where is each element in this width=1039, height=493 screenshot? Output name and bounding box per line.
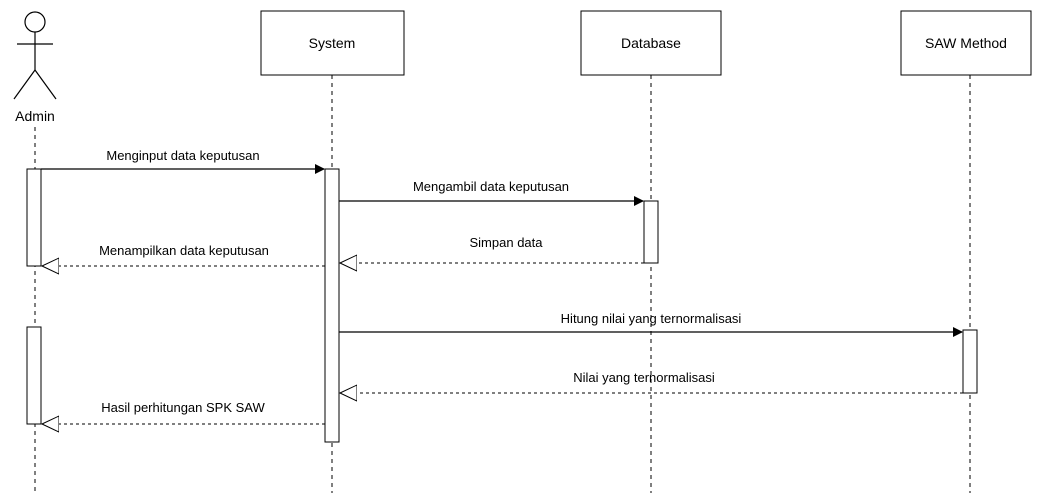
actor-leg-right <box>34 69 57 100</box>
actor-leg-left <box>13 69 36 100</box>
actor-head <box>24 11 46 33</box>
actor-admin: Admin <box>13 11 57 124</box>
participant-label-database: Database <box>621 35 681 51</box>
message-label-4: Menampilkan data keputusan <box>99 243 269 258</box>
activation-admin-2 <box>26 326 42 425</box>
activation-system <box>324 168 340 443</box>
participant-box-saw <box>900 10 1032 76</box>
message-label-2: Mengambil data keputusan <box>413 179 569 194</box>
message-label-5: Hitung nilai yang ternormalisasi <box>561 311 742 326</box>
participant-label-saw: SAW Method <box>925 35 1007 51</box>
activation-admin-1 <box>26 168 42 267</box>
message-label-1: Menginput data keputusan <box>106 148 259 163</box>
message-label-3: Simpan data <box>470 235 544 250</box>
message-label-7: Hasil perhitungan SPK SAW <box>101 400 265 415</box>
message-label-6: Nilai yang ternormalisasi <box>573 370 715 385</box>
actor-label: Admin <box>15 108 55 124</box>
activation-database <box>643 200 659 264</box>
activation-saw <box>962 329 978 394</box>
participant-label-system: System <box>309 35 356 51</box>
participant-box-system <box>260 10 405 76</box>
participant-box-database <box>580 10 722 76</box>
